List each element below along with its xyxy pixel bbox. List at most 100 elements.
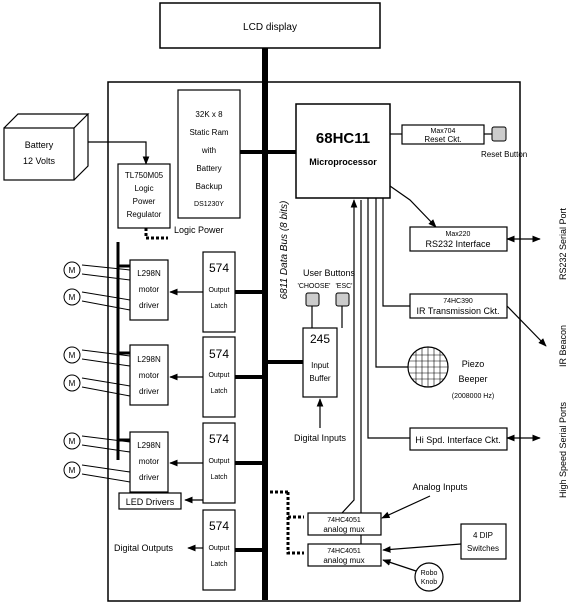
motor-2-label: M (69, 293, 76, 302)
dip-switches-block: 4 DIP Switches (460, 523, 507, 560)
motor-driver-1: L298N motor driver (129, 259, 169, 321)
driver-1-line-2: driver (139, 301, 159, 310)
driver-3-part: L298N (137, 441, 161, 450)
motor-2: M (63, 288, 81, 306)
latch-1-line-1: Output (208, 287, 229, 294)
latch-2-line-2: Latch (210, 388, 227, 395)
mux1-part: 74HC4051 (327, 517, 361, 524)
latch-2-line-1: Output (208, 372, 229, 379)
latch-4-line-2: Latch (210, 561, 227, 568)
driver-2-line-2: driver (139, 387, 159, 396)
esc-button-label: 'ESC' (335, 283, 352, 290)
ram-line-1: 32K x 8 (195, 110, 223, 119)
robo-knob-line-2: Knob (421, 579, 437, 586)
data-bus-label: 6811 Data Bus (8 bits) (279, 201, 290, 300)
hispeed-ports-label: High Speed Serial Ports (558, 401, 568, 498)
regulator-part: TL750M05 (125, 171, 164, 180)
motor-6: M (63, 461, 81, 479)
motor-driver-3: L298N motor driver (129, 431, 169, 493)
ram-line-2: Static Ram (189, 128, 228, 137)
esc-button-icon[interactable] (335, 292, 350, 307)
ram-line-4: Battery (196, 164, 221, 173)
static-ram-block: 32K x 8 Static Ram with Battery Backup D… (177, 89, 241, 219)
motor-5-label: M (69, 437, 76, 446)
rs232-part: Max220 (446, 231, 471, 238)
mcu-rs232-wire (389, 185, 437, 228)
mux2-label: analog mux (323, 556, 364, 565)
analog-inputs-label: Analog Inputs (412, 482, 468, 492)
motor-1-label: M (69, 266, 76, 275)
battery-wire (88, 141, 150, 165)
input-buffer-num: 245 (310, 332, 330, 346)
rs232-block: Max220 RS232 Interface (409, 226, 508, 252)
output-latch-2: 574 Output Latch (202, 336, 236, 418)
ir-part: 74HC390 (443, 298, 473, 305)
user-buttons-title: User Buttons (303, 268, 356, 278)
latch-3-line-1: Output (208, 458, 229, 465)
battery-block: Battery 12 Volts (3, 113, 90, 181)
choose-button-label: 'CHOOSE' (297, 283, 330, 290)
reset-ckt-part: Max704 (431, 128, 456, 135)
mux2-block: 74HC4051 analog mux (307, 543, 382, 567)
battery-label-1: Battery (25, 140, 54, 150)
regulator-line-2: Logic (134, 184, 153, 193)
motor-5: M (63, 432, 81, 450)
choose-button-icon[interactable] (305, 292, 320, 307)
latch-1-num: 574 (209, 261, 229, 275)
motor-2-icon (63, 288, 81, 306)
led-drivers-label: LED Drivers (126, 497, 175, 507)
mux-mcu-wire (341, 199, 358, 514)
motor-6-label: M (69, 466, 76, 475)
led-drivers-block: LED Drivers (118, 492, 182, 510)
mux2-part: 74HC4051 (327, 548, 361, 555)
piezo-label-2: Beeper (458, 374, 487, 384)
motor-3: M (63, 346, 81, 364)
piezo-block: Piezo Beeper (2008000 Hz) (407, 346, 494, 400)
rs232-label: RS232 Interface (425, 239, 490, 249)
mcu-name: 68HC11 (316, 130, 370, 147)
dip-wire (382, 543, 462, 553)
input-buffer-line-2: Buffer (309, 374, 331, 383)
motor-5-icon (63, 432, 81, 450)
latch-mux-dashed-2 (286, 517, 304, 555)
regulator-block: TL750M05 Logic Power Regulator (117, 163, 171, 229)
robo-knob-block[interactable]: Robo Knob (414, 562, 444, 592)
motor-group-3 (81, 435, 131, 483)
logic-power-wire (144, 228, 168, 240)
lcd-display-block: LCD display (159, 2, 381, 49)
robo-knob-icon[interactable] (414, 562, 444, 592)
mcu-piezo-wire (375, 198, 408, 368)
motor-4: M (63, 374, 81, 392)
ir-beacon-wire (506, 305, 547, 347)
regulator-line-4: Regulator (127, 210, 162, 219)
output-latch-4: 574 Output Latch (202, 509, 236, 591)
regulator-line-3: Power (133, 197, 156, 206)
battery-label-2: 12 Volts (23, 156, 56, 166)
digital-inputs-label: Digital Inputs (294, 433, 347, 443)
reset-button-icon[interactable] (491, 126, 507, 142)
piezo-grid (408, 347, 448, 387)
latch-1-line-2: Latch (210, 303, 227, 310)
driver-2-part: L298N (137, 355, 161, 364)
main-board (107, 81, 521, 602)
robo-knob-line-1: Robo (421, 570, 438, 577)
hispeed-block: Hi Spd. Interface Ckt. (409, 427, 508, 451)
output-latch-3: 574 Output Latch (202, 422, 236, 504)
mux1-label: analog mux (323, 525, 364, 534)
ram-line-3: with (201, 146, 216, 155)
mcu-hispeed-wire (367, 198, 410, 439)
microprocessor-block: 68HC11 Microprocessor (295, 103, 391, 199)
dip-line-1: 4 DIP (473, 531, 493, 540)
driver-3-line-2: driver (139, 473, 159, 482)
motor-1: M (63, 261, 81, 279)
output-latch-1: 574 Output Latch (202, 251, 236, 333)
dip-line-2: Switches (467, 544, 499, 553)
input-buffer-line-1: Input (311, 361, 330, 370)
analog-inputs-wire (381, 495, 431, 519)
latch-4-num: 574 (209, 519, 229, 533)
piezo-label-3: (2008000 Hz) (452, 393, 494, 400)
hispeed-label: Hi Spd. Interface Ckt. (415, 435, 501, 445)
latch-4-line-1: Output (208, 545, 229, 552)
latch-3-num: 574 (209, 432, 229, 446)
